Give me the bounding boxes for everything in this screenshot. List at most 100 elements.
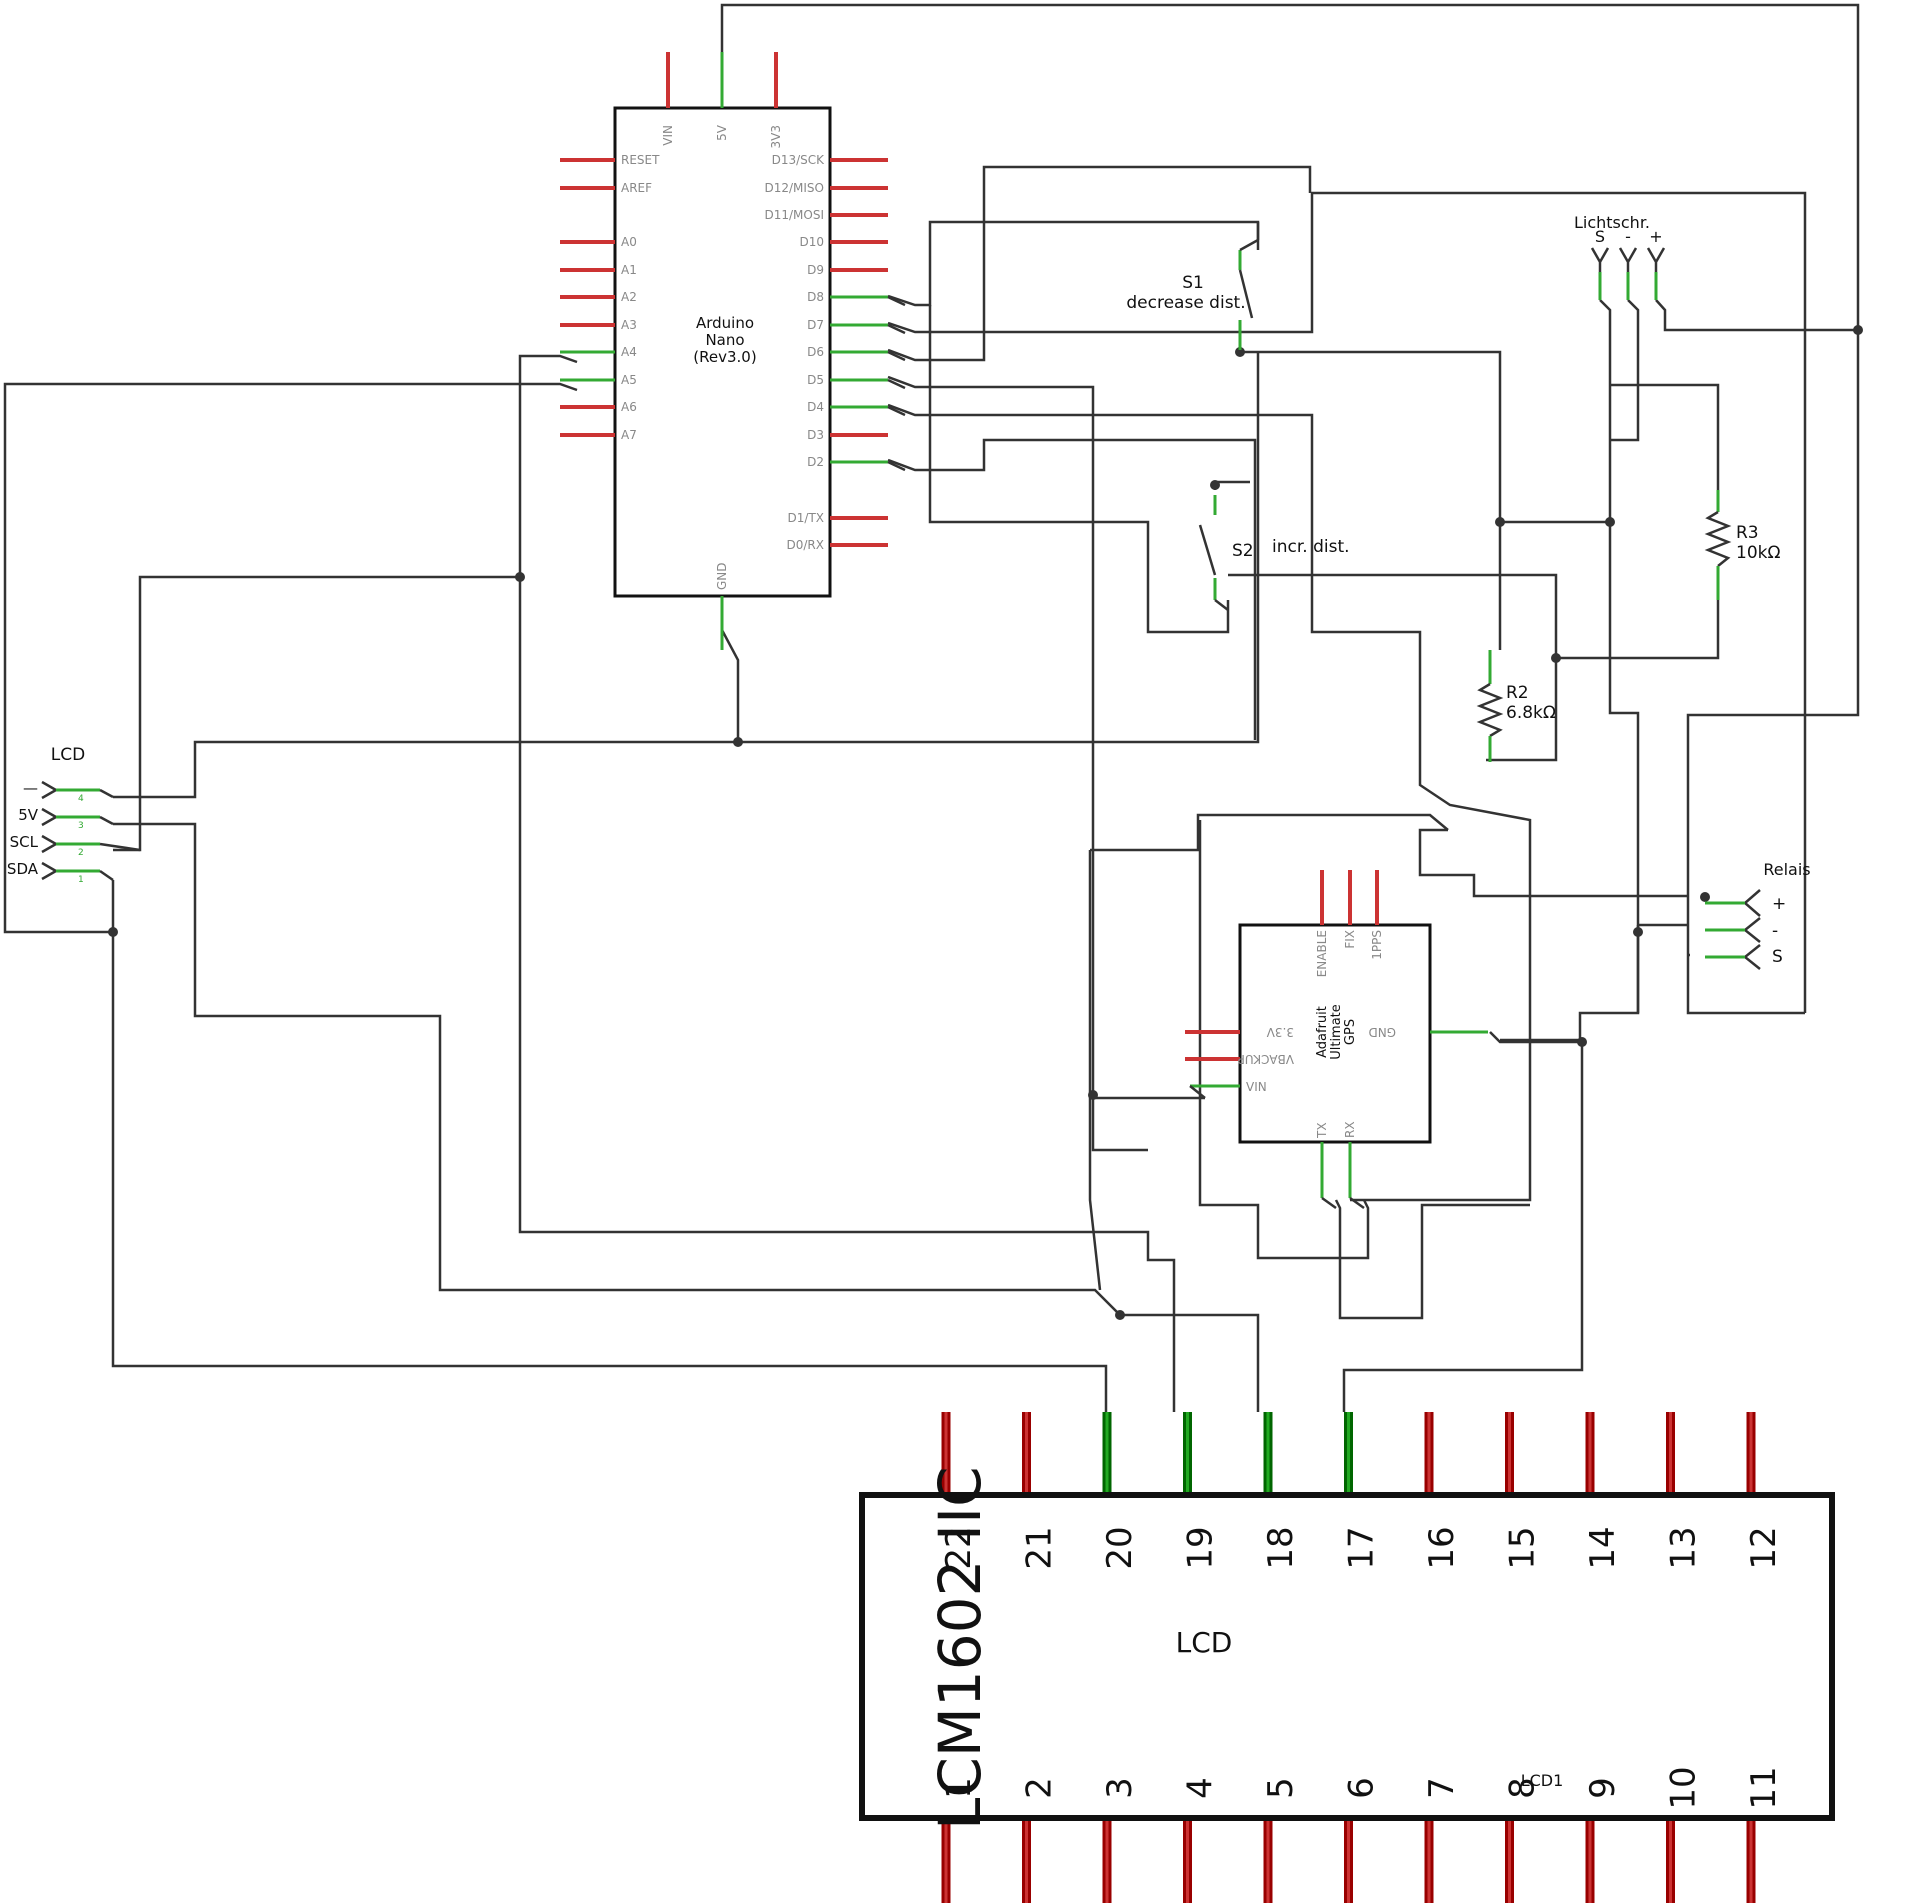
lcd-ref: LCD1 (1521, 1771, 1564, 1790)
relay-connector-minus (1742, 917, 1761, 943)
arduino-pin-label-d8: D8 (807, 290, 824, 304)
arduino-name-3: (Rev3.0) (693, 348, 756, 366)
gps-label-tx: TX (1315, 1122, 1329, 1139)
pin-label-5v: 5V (715, 124, 729, 141)
light-barrier-pin-minus: - (1625, 227, 1631, 246)
wire-sensor-s (1599, 299, 1640, 1013)
wire-s2-loop (928, 305, 1230, 634)
junction-dot (515, 572, 525, 582)
relay: Relais + - S (1705, 860, 1811, 970)
gps-name-1: Adafruit (1315, 1006, 1330, 1058)
lcd-connector-label-1: SDA (7, 860, 39, 878)
wire-gps-tx (1334, 1199, 1530, 1320)
gps-label-vin: VIN (1246, 1080, 1267, 1094)
wire-a4 (113, 354, 578, 852)
lcd-connector-bend-3 (99, 815, 114, 826)
wire-sensor-plus (1655, 299, 1858, 332)
wire-d2 (887, 438, 1257, 740)
lcd-pin-number-19: 19 (1181, 1526, 1221, 1569)
wire-s2-right (1228, 573, 1558, 658)
gps-label-3v3: 3.3V (1266, 1025, 1294, 1039)
gps-rx-bend (1349, 1196, 1365, 1210)
relay-pin-plus: + (1772, 894, 1786, 914)
gps-tx-bend (1321, 1196, 1337, 1210)
arduino-pin-label-d13-sck: D13/SCK (772, 153, 826, 167)
lcd-pin-number-9: 9 (1583, 1777, 1623, 1799)
arduino-pin-label-d2: D2 (807, 455, 824, 469)
arduino-pin-label-a0: A0 (621, 235, 637, 249)
lcd-connector-bend-2 (99, 842, 141, 852)
wire-a4-down (518, 577, 1176, 1412)
r2-value: 6.8kΩ (1506, 703, 1556, 723)
arduino-nano: VIN 5V 3V3 GND Arduino Nano (Rev3.0) RES… (560, 52, 906, 650)
wire-r3-top (1610, 383, 1720, 490)
wire-gps-gnd (1342, 1031, 1584, 1412)
arduino-pin-bend-d8 (887, 295, 906, 307)
light-barrier-name: Lichtschr. (1574, 213, 1650, 232)
lcd-connector-pin-1 (41, 861, 59, 881)
junction-dot (733, 737, 743, 747)
arduino-pin-label-d11-mosi: D11/MOSI (764, 208, 824, 222)
lcd-pin-number-7: 7 (1422, 1777, 1462, 1799)
arduino-name-1: Arduino (696, 314, 754, 332)
lcd-pin-number-12: 12 (1744, 1526, 1784, 1569)
lcd-connector-num-3: 3 (78, 821, 84, 831)
wire-d5-down (1091, 655, 1148, 1152)
arduino-pin-bend-d4 (887, 405, 906, 417)
junction-dot (1633, 927, 1643, 937)
arduino-pin-label-d10: D10 (799, 235, 824, 249)
lcd-pin-number-1: 1 (939, 1777, 979, 1799)
s1-name: S1 (1182, 273, 1204, 293)
lcd-pin-number-8: 8 (1503, 1777, 1543, 1799)
arduino-pin-label-d4: D4 (807, 400, 824, 414)
gps-body (1238, 923, 1432, 1144)
lcd-connector-bend-4 (99, 788, 114, 799)
arduino-pin-label-a4: A4 (621, 345, 637, 359)
lcd-connector-pin-2 (41, 834, 59, 854)
wire-d4 (887, 403, 1532, 1202)
wire-d5 (887, 375, 1095, 655)
lcd-pin-number-4: 4 (1181, 1777, 1221, 1799)
wire-d7 (887, 191, 1807, 1013)
lcd-connector-label-2: SCL (10, 833, 39, 851)
relay-name: Relais (1763, 860, 1810, 879)
resistor-r3: R3 10kΩ (1704, 490, 1780, 600)
s2-lever (1198, 524, 1217, 576)
wire-s2-top (1213, 480, 1250, 490)
s1-lever (1238, 269, 1254, 319)
arduino-pin-bend-d2 (887, 460, 906, 472)
pin-label-vin: VIN (661, 125, 675, 146)
r2-name: R2 (1506, 683, 1529, 703)
lcd-connector-num-1: 1 (78, 875, 84, 885)
relay-connector-plus (1743, 889, 1761, 917)
arduino-pin-label-a7: A7 (621, 428, 637, 442)
lcd-pin-number-2: 2 (1020, 1777, 1060, 1799)
pin-label-gnd: GND (715, 562, 729, 590)
arduino-pin-label-reset: RESET (621, 153, 660, 167)
junction-dot (1577, 1037, 1587, 1047)
lcd-pin-number-3: 3 (1100, 1777, 1140, 1799)
arduino-pin-label-a5: A5 (621, 373, 637, 387)
gps-label-rx: RX (1343, 1121, 1357, 1138)
lcd-pin-number-20: 20 (1100, 1526, 1140, 1569)
lcd-pin-number-17: 17 (1342, 1526, 1382, 1569)
lcd-connector-label-4: — (23, 779, 38, 797)
wire-relay-gnd (1500, 925, 1640, 1042)
s1-lead-2 (1239, 238, 1259, 252)
lcd-connector-num-2: 2 (78, 848, 84, 858)
arduino-pin-label-d12-miso: D12/MISO (764, 181, 824, 195)
wire-gnd-lcd (113, 740, 738, 799)
arduino-pin-label-a1: A1 (621, 263, 637, 277)
pin-label-3v3: 3V3 (769, 125, 783, 148)
wire-relay-loop (1090, 813, 1449, 852)
lcd-pins-top (941, 1412, 1756, 1495)
lcd-pin-number-13: 13 (1664, 1526, 1704, 1569)
arduino-pin-label-a6: A6 (621, 400, 637, 414)
wire-gps-rx (1198, 820, 1370, 1260)
gps-module: ENABLE FIX 1PPS 3.3V VBACKUP VIN GND TX … (1185, 870, 1488, 1210)
gps-label-gnd: GND (1368, 1025, 1396, 1039)
lcd-connector: LCD — 5V SCL SDA 4 3 2 1 (7, 745, 141, 932)
relay-pin-s: S (1772, 947, 1783, 967)
